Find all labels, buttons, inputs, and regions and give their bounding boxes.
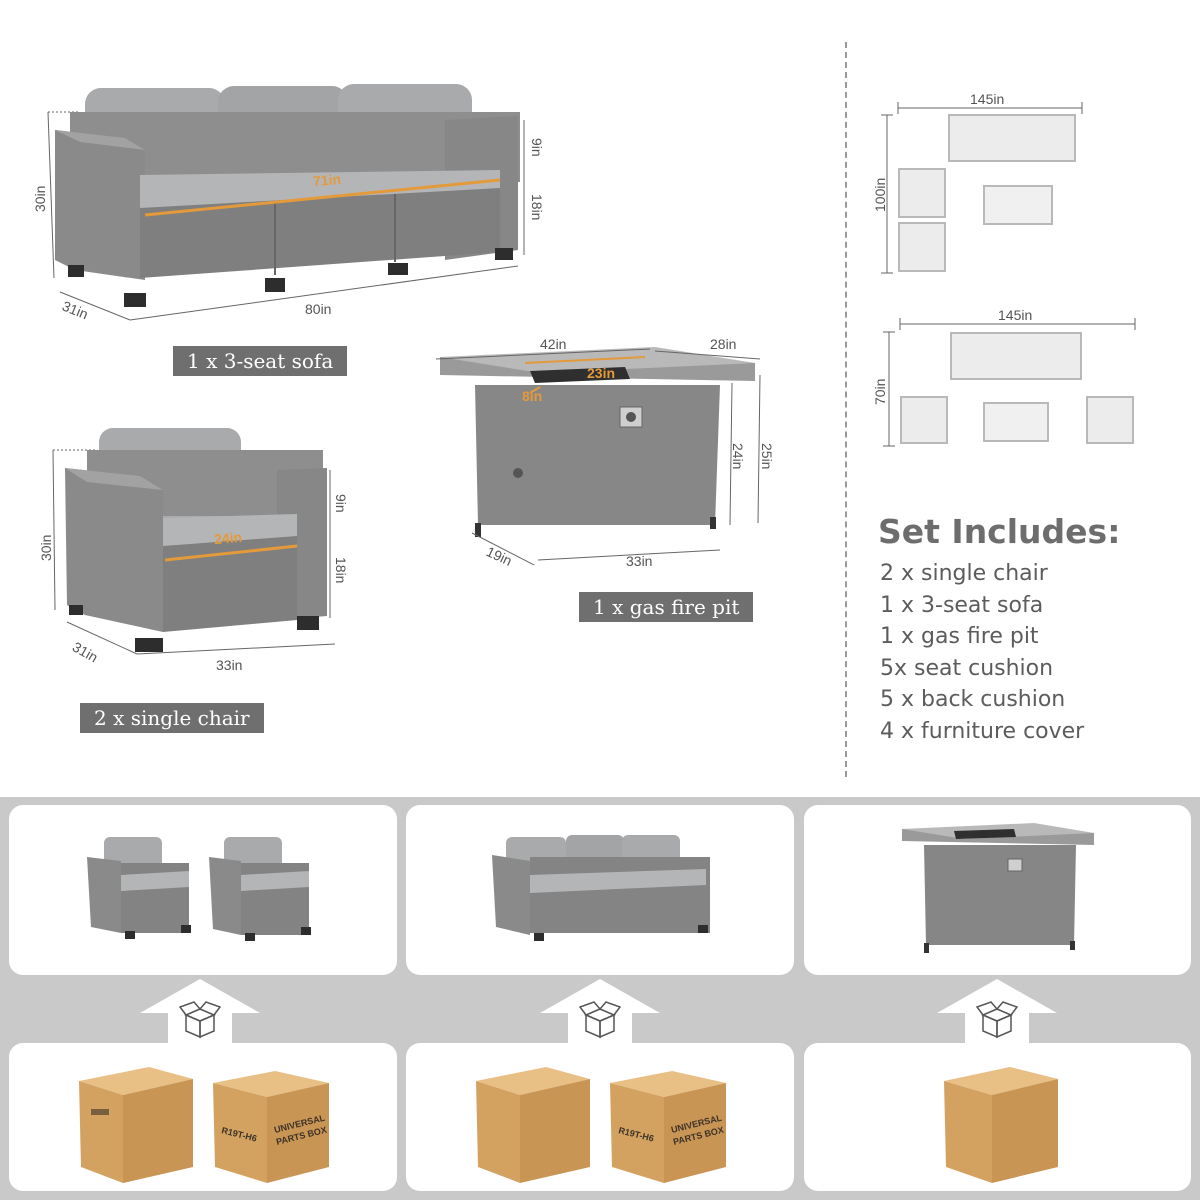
firepit-top-depth-dim: 28in — [710, 336, 737, 352]
layout1-chair-bottom — [898, 222, 946, 272]
unpack-arrow-2 — [538, 975, 662, 1045]
unpack-arrow-3 — [935, 975, 1059, 1045]
set-includes-item: 1 x 3-seat sofa — [880, 592, 1044, 618]
layout2-sofa — [950, 332, 1082, 380]
layout-diagram-2 — [870, 310, 1170, 460]
chair-illustration — [45, 420, 355, 660]
open-box-icon — [578, 1001, 622, 1039]
chair-boxes-card: R19T-H6 UNIVERSAL PARTS BOX — [9, 1043, 397, 1191]
chair-seat-width-dim: 24in — [213, 528, 243, 548]
layout2-firepit — [983, 402, 1049, 442]
firepit-total-height-dim: 25in — [759, 443, 775, 470]
layout2-depth-dim: 70in — [872, 378, 888, 405]
layout-diagram-1 — [870, 90, 1170, 280]
chair-back-dim: 9in — [333, 494, 349, 513]
set-includes-item: 1 x gas fire pit — [880, 624, 1039, 649]
sofa-seat-width-dim: 71in — [312, 170, 342, 190]
layout1-sofa — [948, 114, 1076, 162]
layout1-width-dim: 145in — [970, 91, 1005, 107]
cardboard-box-icon — [79, 1067, 193, 1183]
set-includes-item: 5x seat cushion — [880, 655, 1054, 681]
open-box-icon — [178, 1001, 222, 1039]
set-includes-item: 2 x single chair — [880, 561, 1048, 586]
cardboard-box-icon — [213, 1071, 329, 1183]
assembled-sofa-card — [406, 805, 794, 975]
firepit-illustration — [430, 345, 790, 568]
chair-label: 2 x single chair — [80, 703, 264, 733]
layout2-chair-right — [1086, 396, 1134, 444]
chair-width-dim: 33in — [216, 657, 243, 673]
layout2-width-dim: 145in — [998, 307, 1033, 323]
chair-seat-height-dim: 18in — [333, 557, 349, 584]
layout1-depth-dim: 100in — [872, 177, 888, 212]
cardboard-box-icon — [610, 1071, 726, 1183]
chair-thumb-icon — [209, 837, 311, 941]
cardboard-box-icon — [476, 1067, 590, 1183]
layout1-chair-top — [898, 168, 946, 218]
sofa-width-dim: 80in — [305, 301, 332, 317]
chair-thumb-icon — [87, 837, 191, 939]
layout2-chair-left — [900, 396, 948, 444]
firepit-label: 1 x gas fire pit — [579, 592, 754, 622]
set-includes-item: 4 x furniture cover — [880, 718, 1085, 744]
firepit-burner-depth-dim: 8in — [522, 388, 543, 404]
sofa-height-dim: 30in — [32, 185, 48, 212]
firepit-box-card — [804, 1043, 1191, 1191]
sofa-back-dim: 9in — [529, 138, 545, 157]
firepit-burner-width-dim: 23in — [587, 365, 616, 381]
firepit-top-width-dim: 42in — [540, 336, 567, 352]
layout1-firepit — [983, 185, 1053, 225]
firepit-width-dim: 33in — [626, 553, 653, 569]
assembled-chairs-card — [9, 805, 397, 975]
set-includes-list: 2 x single chair 1 x 3-seat sofa 1 x gas… — [880, 558, 1084, 747]
section-divider — [845, 42, 847, 777]
open-box-icon — [975, 1001, 1019, 1039]
assembled-firepit-card — [804, 805, 1191, 975]
set-includes-item: 5 x back cushion — [880, 687, 1066, 712]
cardboard-box-icon — [944, 1067, 1058, 1183]
sofa-illustration — [40, 80, 530, 330]
sofa-seat-height-dim: 18in — [529, 194, 545, 221]
sofa-boxes-card: R19T-H6 UNIVERSAL PARTS BOX — [406, 1043, 794, 1191]
set-includes-title: Set Includes: — [878, 512, 1121, 551]
chair-height-dim: 30in — [38, 534, 54, 561]
firepit-base-height-dim: 24in — [730, 443, 746, 470]
unpack-arrow-1 — [138, 975, 262, 1045]
sofa-label: 1 x 3-seat sofa — [173, 346, 348, 376]
